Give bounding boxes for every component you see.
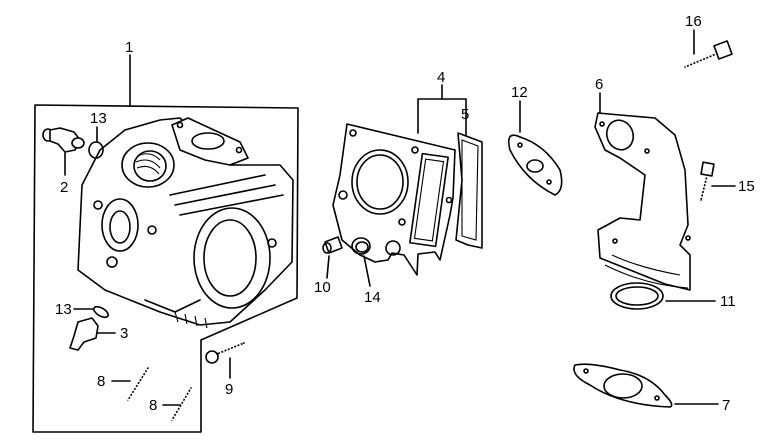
callout-1: 1 — [125, 39, 133, 56]
callout-11: 11 — [720, 293, 736, 310]
callout-3: 3 — [120, 325, 128, 342]
part-8-stud-lower — [162, 387, 193, 421]
part-3-fitting — [69, 317, 116, 351]
callout-6: 6 — [595, 76, 603, 93]
callout-7: 7 — [722, 397, 730, 414]
cylinder-head-assembly-box — [32, 54, 299, 433]
part-4-5-bracket-leader — [417, 84, 467, 136]
part-8-stud-upper — [111, 367, 150, 401]
part-12-insulator — [507, 100, 563, 196]
callout-13-upper: 13 — [90, 110, 107, 127]
part-4-cylinder-gasket — [332, 123, 456, 276]
part-6-intake-manifold — [594, 92, 691, 291]
part-2-fitting — [42, 127, 85, 176]
part-11-o-ring — [610, 282, 716, 310]
callout-14: 14 — [364, 289, 381, 306]
part-13-o-ring-lower — [73, 305, 110, 319]
part-13-o-ring-upper — [88, 126, 104, 159]
part-7-gasket — [573, 363, 719, 408]
callout-8-upper: 8 — [97, 373, 105, 390]
part-10-dowel — [322, 236, 343, 279]
callout-16: 16 — [685, 13, 702, 30]
callout-12: 12 — [511, 84, 528, 101]
callout-8-lower: 8 — [149, 397, 157, 414]
part-15-bolt — [699, 161, 736, 201]
part-9-bolt — [205, 341, 245, 379]
callout-5: 5 — [461, 106, 469, 123]
callout-10: 10 — [314, 279, 331, 296]
callout-15: 15 — [738, 178, 755, 195]
part-5-gasket — [455, 132, 483, 249]
callout-4: 4 — [437, 69, 445, 86]
cylinder-head — [77, 117, 294, 329]
callout-13-lower: 13 — [55, 301, 72, 318]
part-14-o-ring — [351, 237, 371, 287]
callout-9: 9 — [225, 381, 233, 398]
callout-2: 2 — [60, 179, 68, 196]
part-16-bolt — [684, 29, 733, 69]
